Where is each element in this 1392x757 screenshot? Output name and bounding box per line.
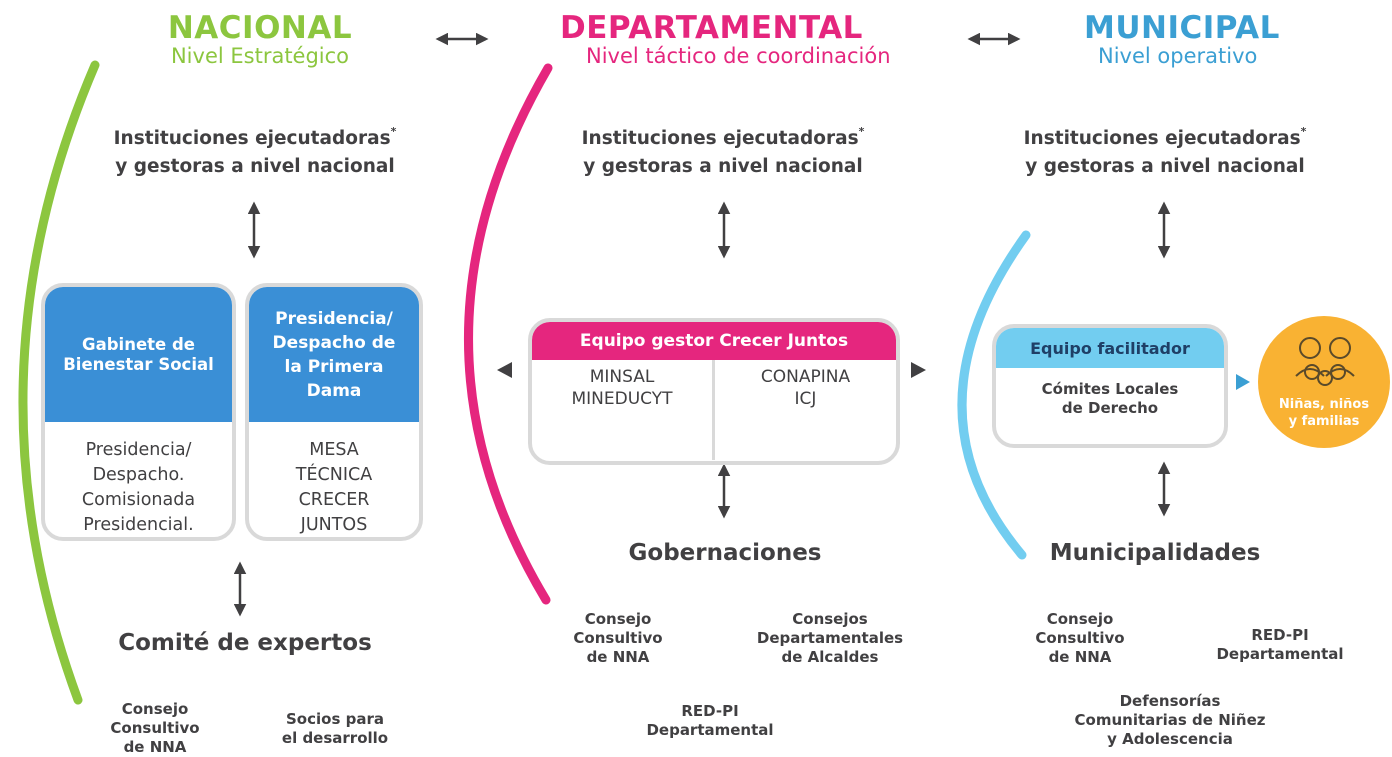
equipo-facilitador-head: Equipo facilitador bbox=[996, 328, 1224, 368]
equipo-gestor-left: MINSAL MINEDUCYT bbox=[532, 360, 715, 460]
municipal-inst-mark: * bbox=[1300, 125, 1307, 138]
nacional-consejo: Consejo Consultivo de NNA bbox=[110, 700, 200, 756]
departamental-consejo: Consejo Consultivo de NNA bbox=[573, 610, 663, 666]
municipal-institutions: Instituciones ejecutadoras* y gestoras a… bbox=[1000, 118, 1330, 181]
presidencia-head: Presidencia/ Despacho de la Primera Dama bbox=[249, 287, 419, 422]
family-icon bbox=[1295, 337, 1355, 386]
left-triangle bbox=[497, 362, 512, 378]
consejos-departamentales: Consejos Departamentales de Alcaldes bbox=[756, 610, 904, 666]
nacional-inst-line2: y gestoras a nivel nacional bbox=[115, 156, 395, 177]
equipo-gestor-right: CONAPINA ICJ bbox=[760, 367, 851, 409]
target-circle bbox=[1258, 316, 1390, 448]
socios-desarrollo: Socios para el desarrollo bbox=[281, 710, 389, 747]
departamental-redpi: RED-PI Departamental bbox=[646, 702, 774, 739]
nacional-subtitle: Nivel Estratégico bbox=[170, 44, 350, 68]
nacional-inst-line1: Instituciones ejecutadoras bbox=[113, 128, 391, 149]
nacional-inst-mark: * bbox=[390, 125, 397, 138]
presidencia-box: Presidencia/ Despacho de la Primera Dama… bbox=[245, 283, 423, 541]
defensorias: Defensorías Comunitarias de Niñez y Adol… bbox=[1074, 692, 1266, 748]
departamental-inst-line1: Instituciones ejecutadoras bbox=[581, 128, 859, 149]
municipal-arc bbox=[957, 230, 1031, 560]
gabinete-head: Gabinete de Bienestar Social bbox=[45, 287, 232, 422]
municipal-subtitle: Nivel operativo bbox=[1098, 44, 1258, 68]
municipal-redpi: RED-PI Departamental bbox=[1216, 626, 1344, 663]
municipalidades: Municipalidades bbox=[1049, 540, 1261, 566]
departamental-inst-line2: y gestoras a nivel nacional bbox=[583, 156, 863, 177]
municipal-consejo: Consejo Consultivo de NNA bbox=[1035, 610, 1125, 666]
nacional-title: NACIONAL bbox=[167, 10, 353, 46]
departamental-inst-mark: * bbox=[858, 125, 865, 138]
departamental-subtitle: Nivel táctico de coordinación bbox=[586, 44, 891, 68]
departamental-institutions: Instituciones ejecutadoras* y gestoras a… bbox=[558, 118, 888, 181]
municipal-inst-line2: y gestoras a nivel nacional bbox=[1025, 156, 1305, 177]
presidencia-body: MESA TÉCNICA CRECER JUNTOS bbox=[295, 440, 373, 535]
gabinete-body: Presidencia/ Despacho. Comisionada Presi… bbox=[81, 440, 196, 535]
target-label: Niñas, niños y familias bbox=[1278, 397, 1370, 429]
equipo-gestor-body: MINSAL MINEDUCYT CONAPINA ICJ bbox=[532, 360, 896, 460]
right-triangle bbox=[911, 362, 926, 378]
nacional-arc bbox=[18, 60, 100, 705]
equipo-gestor-head: Equipo gestor Crecer Juntos bbox=[532, 322, 896, 360]
municipal-title: MUNICIPAL bbox=[1084, 10, 1280, 46]
municipal-inst-line1: Instituciones ejecutadoras bbox=[1023, 128, 1301, 149]
equipo-facilitador-box: Equipo facilitador Cómites Locales de De… bbox=[992, 324, 1228, 448]
comite-expertos: Comité de expertos bbox=[118, 630, 372, 656]
gobernaciones: Gobernaciones bbox=[628, 540, 822, 566]
departamental-title: DEPARTAMENTAL bbox=[560, 10, 863, 46]
equipo-facilitador-body: Cómites Locales de Derecho bbox=[1041, 380, 1179, 417]
departamental-arc bbox=[464, 63, 553, 605]
nacional-institutions: Instituciones ejecutadoras* y gestoras a… bbox=[90, 118, 420, 181]
gabinete-box: Gabinete de Bienestar Social Presidencia… bbox=[41, 283, 236, 541]
target-triangle bbox=[1236, 374, 1250, 390]
equipo-gestor-box: Equipo gestor Crecer Juntos MINSAL MINED… bbox=[528, 318, 900, 465]
